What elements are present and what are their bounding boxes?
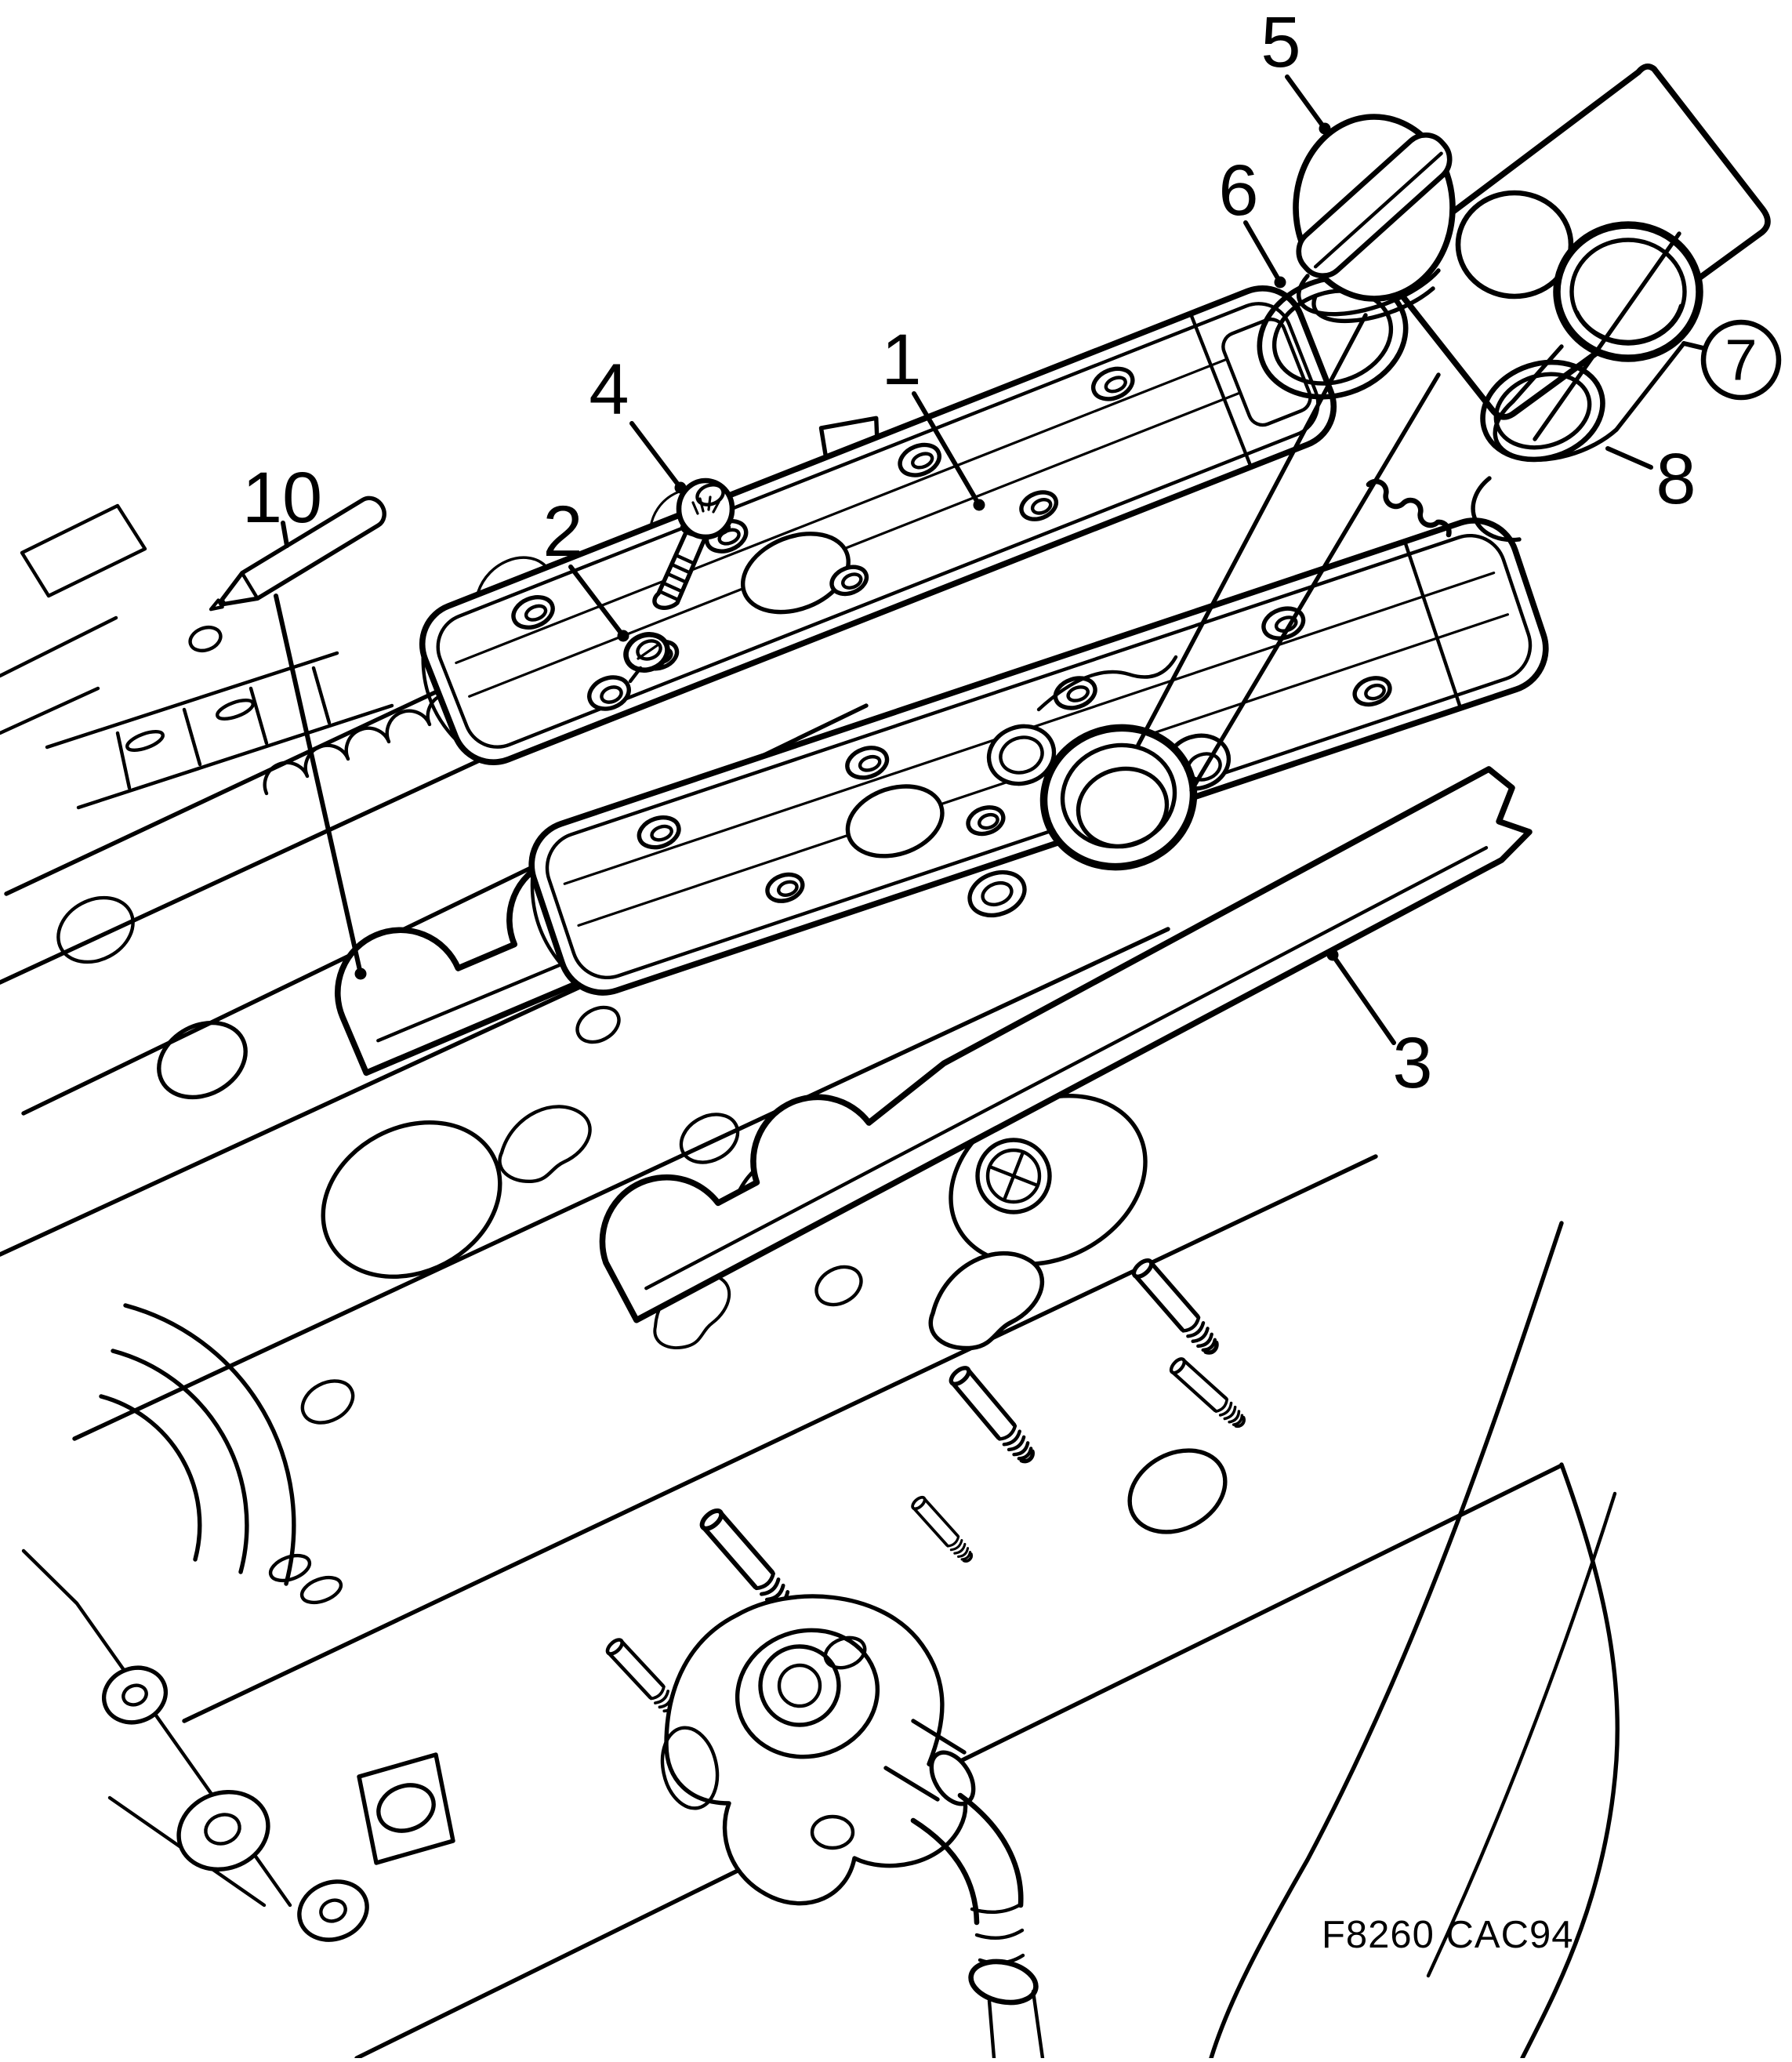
callout-label: 2	[542, 492, 582, 572]
cover-bolt	[652, 477, 735, 610]
callout-leader-line	[629, 421, 683, 490]
callout-label: 8	[1656, 439, 1696, 519]
callout-10: 10	[242, 458, 367, 980]
callout-label: 5	[1261, 2, 1300, 82]
callout-leader-dot	[617, 630, 629, 642]
o-ring	[1257, 274, 1409, 400]
callout-leader-line	[274, 594, 363, 976]
callout-label: 1	[881, 320, 921, 400]
oil-filler-cap	[1293, 114, 1456, 324]
callout-7: 7	[1681, 319, 1782, 401]
seal-ring	[1471, 359, 1605, 543]
callout-leader-dot	[1319, 122, 1331, 135]
seal-washer	[587, 632, 670, 711]
callout-label: 10	[242, 458, 322, 538]
callout-label: 4	[589, 350, 629, 430]
callout-leader-line	[1605, 446, 1653, 470]
callout-6: 6	[1218, 151, 1286, 289]
callout-circle	[1700, 319, 1782, 401]
stud-bolt	[909, 1494, 977, 1566]
callout-leader-line	[1681, 341, 1706, 350]
callout-leader-dot	[354, 967, 367, 980]
callout-1: 1	[881, 320, 985, 511]
callout-leader-line	[1330, 953, 1396, 1045]
callout-3: 3	[1326, 949, 1433, 1103]
sealant-stick	[209, 496, 386, 612]
oil-filler-opening	[967, 655, 1232, 918]
callout-leader-dot	[1326, 949, 1339, 961]
stud-bolt	[1169, 1356, 1248, 1430]
deck-screw	[975, 1138, 1052, 1214]
filler-cap-assembly	[1136, 64, 1771, 793]
callout-leader-dot	[1274, 276, 1286, 289]
callout-leader-line	[1243, 220, 1282, 285]
gasket-front	[599, 766, 1533, 1323]
callout-leader-line	[912, 391, 981, 507]
callout-2: 2	[542, 492, 629, 642]
callout-5: 5	[1261, 2, 1331, 135]
coolant-hose	[910, 1792, 1045, 2060]
callout-leader-line	[281, 521, 289, 548]
callout-label: 6	[1218, 151, 1258, 231]
callout-leader-line	[1285, 74, 1327, 131]
callout-8: 8	[1605, 439, 1696, 519]
figure-code: F8260 CAC94	[1322, 1914, 1574, 1956]
water-pump-housing	[660, 1594, 976, 1906]
engine-block	[0, 480, 1620, 2060]
stud-bolt	[949, 1365, 1038, 1466]
breather-spring	[1366, 478, 1452, 538]
callout-leader-dot	[674, 481, 687, 494]
callout-label: 3	[1392, 1023, 1432, 1103]
stud-bolt	[1131, 1258, 1222, 1358]
callout-label: 7	[1725, 328, 1757, 393]
callout-4: 4	[589, 350, 687, 494]
callout-leader-line	[568, 565, 626, 638]
filler-neck-opening	[1533, 221, 1703, 441]
callout-leader-dot	[973, 499, 985, 511]
cover-bolt-bosses	[637, 606, 1392, 903]
